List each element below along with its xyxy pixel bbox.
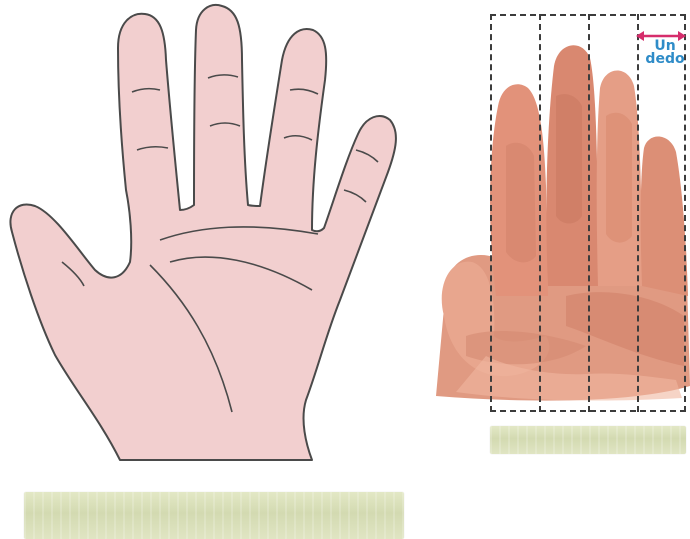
one-finger-label: Un dedo: [640, 40, 690, 66]
paper-strip-small: [490, 426, 686, 454]
guide-divider: [588, 14, 590, 412]
guide-divider: [637, 14, 639, 412]
guide-divider: [539, 14, 541, 412]
open-hand-outline-icon: [0, 0, 400, 470]
paper-strip-large: [24, 492, 404, 539]
